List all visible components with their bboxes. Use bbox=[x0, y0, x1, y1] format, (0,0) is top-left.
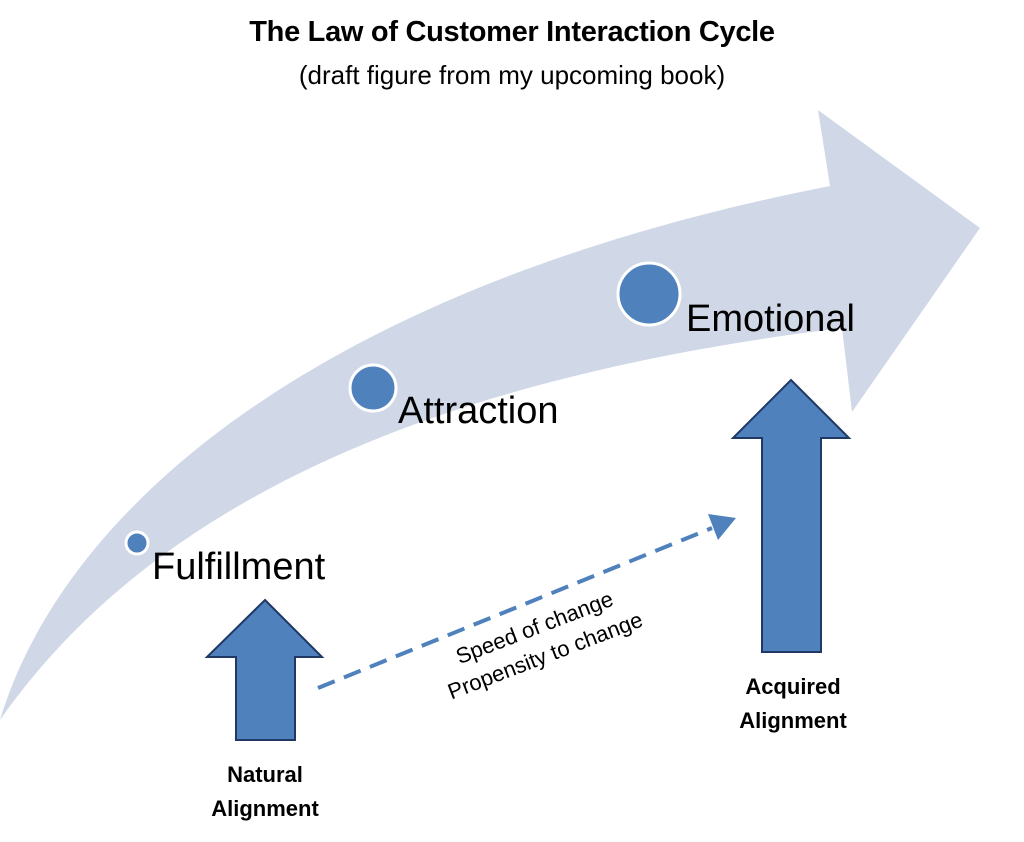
fulfillment-circle bbox=[124, 530, 150, 556]
stage-label-fulfillment: Fulfillment bbox=[152, 546, 326, 588]
natural-alignment-label: Natural Alignment bbox=[190, 758, 340, 826]
emotional-circle bbox=[616, 261, 682, 327]
growth-curve-arrow bbox=[0, 110, 980, 720]
acquired-alignment-arrow bbox=[730, 378, 852, 653]
stage-label-emotional: Emotional bbox=[686, 298, 855, 340]
change-dashed-arrow-head bbox=[708, 514, 736, 540]
natural-alignment-arrow bbox=[204, 598, 325, 741]
natural-alignment-line2: Alignment bbox=[211, 796, 319, 821]
figure-title: The Law of Customer Interaction Cycle bbox=[249, 16, 775, 48]
attraction-circle bbox=[348, 363, 398, 413]
acquired-alignment-line1: Acquired bbox=[745, 674, 841, 699]
natural-alignment-line1: Natural bbox=[227, 762, 303, 787]
stage-label-attraction: Attraction bbox=[398, 390, 559, 432]
figure-subtitle: (draft figure from my upcoming book) bbox=[298, 60, 726, 90]
acquired-alignment-line2: Alignment bbox=[739, 708, 847, 733]
acquired-alignment-label: Acquired Alignment bbox=[718, 670, 868, 738]
change-dashed-arrow-line bbox=[317, 526, 713, 690]
